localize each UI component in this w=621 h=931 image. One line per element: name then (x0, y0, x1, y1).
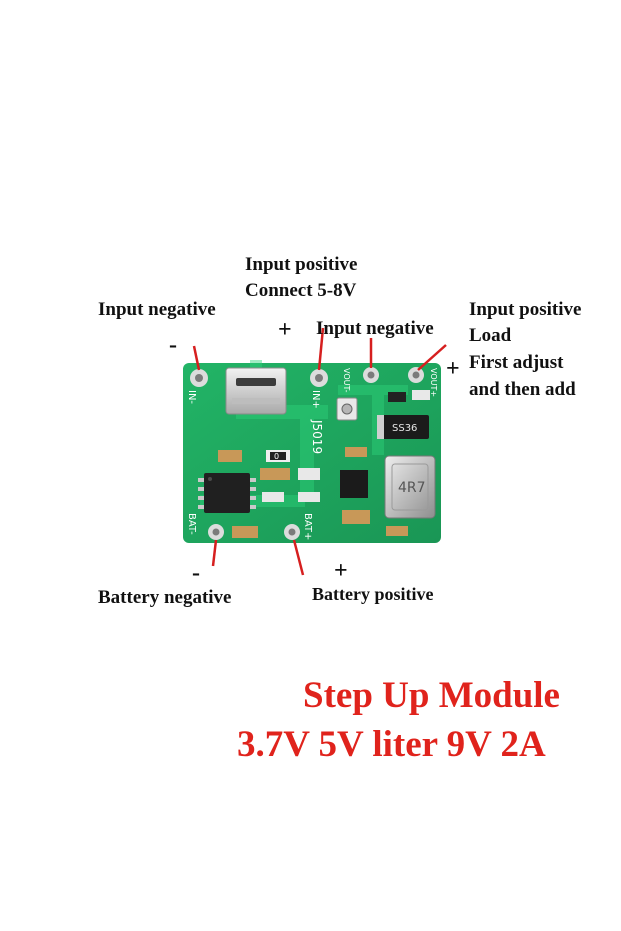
label-load: Load (469, 325, 512, 346)
inductor-marking: 4R7 (398, 480, 426, 496)
pcb-pads (190, 367, 424, 540)
title-line-2: 3.7V 5V liter 9V 2A (237, 724, 546, 765)
micro-usb-connector (225, 367, 287, 415)
label-battery-negative: Battery negative (98, 587, 232, 608)
arrow-input-positive-top (317, 327, 325, 371)
resistor-marking: 0 (274, 452, 279, 461)
inductor (384, 455, 436, 519)
sign-plus-output-right: + (446, 356, 460, 382)
sign-minus-input-left: - (169, 332, 177, 358)
label-input-negative-right: Input negative (316, 318, 434, 339)
silk-in-plus: IN+ (310, 390, 321, 409)
label-input-positive-top: Input positive (245, 254, 358, 275)
silk-vout-plus: VOUT+ (429, 368, 438, 397)
label-and-then-add: and then add (469, 379, 576, 400)
ss36-diode (377, 415, 429, 439)
indicator-arrows (192, 327, 447, 576)
ic-chip (198, 473, 256, 513)
arrow-input-positive-right (417, 344, 447, 371)
title-line-1: Step Up Module (303, 675, 560, 716)
silk-bat-minus: BAT- (186, 513, 197, 535)
silk-bat-plus: BAT+ (302, 513, 313, 540)
label-input-positive-right: Input positive (469, 299, 582, 320)
silk-in-minus: IN- (186, 390, 197, 404)
sign-plus-input-top: + (278, 317, 292, 343)
label-battery-positive: Battery positive (312, 584, 434, 604)
sign-plus-battery: + (334, 558, 348, 584)
silk-chip-code: J5019 (310, 419, 324, 454)
smd-components (218, 390, 430, 538)
arrow-battery-negative (211, 539, 218, 567)
silk-vout-minus: VOUT- (342, 368, 351, 393)
label-first-adjust: First adjust (469, 352, 564, 373)
diode-marking: SS36 (392, 423, 417, 434)
label-connect-range: Connect 5-8V (245, 280, 357, 301)
trim-potentiometer (336, 397, 358, 421)
arrow-input-negative-left (192, 345, 201, 371)
sign-minus-battery: - (192, 560, 200, 586)
arrow-battery-positive (292, 539, 305, 576)
label-input-negative-left: Input negative (98, 299, 216, 320)
